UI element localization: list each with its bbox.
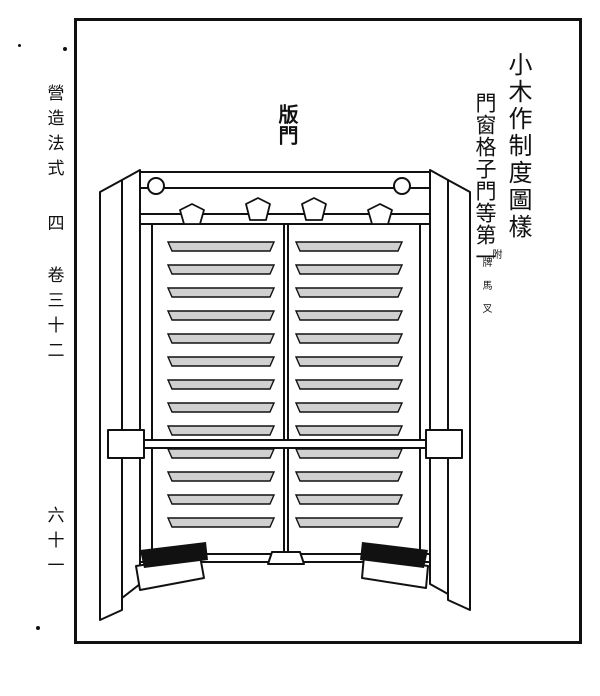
door-panel-drawing [96, 164, 476, 624]
right-outer-post [447, 179, 471, 611]
left-roundel [147, 177, 165, 195]
volume-number-char: 四 [47, 214, 65, 234]
right-plank [294, 241, 404, 252]
sub-note: 附 [490, 249, 501, 259]
center-stop-block [267, 551, 305, 565]
left-base-shadow [140, 542, 208, 568]
left-inner-post [121, 169, 141, 599]
left-plank [166, 448, 276, 459]
ink-speck [63, 47, 67, 51]
right-base-shadow [360, 542, 428, 568]
bolt-bar [117, 439, 455, 449]
right-plank [294, 264, 404, 275]
right-plank [294, 333, 404, 344]
figure-label: 版門 [275, 104, 299, 146]
door-stud [301, 197, 327, 221]
left-plank [166, 379, 276, 390]
right-plank [294, 425, 404, 436]
ink-speck [18, 44, 21, 47]
left-outer-post [99, 179, 123, 621]
left-plank [166, 264, 276, 275]
left-plank [166, 356, 276, 367]
right-bolt-bracket [425, 429, 463, 459]
lintel-top [139, 171, 431, 189]
book-title-char: 造 [47, 109, 65, 129]
chapter-number: 卷 三 十 二 [38, 264, 74, 364]
door-stud [179, 203, 205, 225]
page-frame [74, 18, 582, 644]
left-plank [166, 402, 276, 413]
ink-speck [36, 626, 40, 630]
book-title-char: 營 [47, 84, 65, 104]
right-plank [294, 494, 404, 505]
right-plank [294, 287, 404, 298]
chapter-char: 十 [47, 316, 65, 336]
door-stud [367, 203, 393, 225]
volume-number: 四 [38, 212, 74, 237]
right-plank [294, 310, 404, 321]
page-number-char: 一 [47, 556, 65, 576]
left-bolt-bracket [107, 429, 145, 459]
right-roundel [393, 177, 411, 195]
left-plank [166, 494, 276, 505]
plank-rows [166, 241, 404, 528]
right-plank [294, 356, 404, 367]
door-stud [245, 197, 271, 221]
sub-title: 門窗格子門等第一 [473, 92, 497, 268]
left-plank [166, 310, 276, 321]
right-inner-post [429, 169, 449, 595]
page-number: 六 十 一 [38, 504, 74, 579]
left-plank [166, 517, 276, 528]
right-plank [294, 471, 404, 482]
chapter-char: 二 [47, 341, 65, 361]
right-plank [294, 379, 404, 390]
chapter-char: 三 [47, 291, 65, 311]
book-title-char: 式 [47, 159, 65, 179]
sub-note-small: 牌 馬 叉 [480, 257, 491, 314]
right-plank [294, 402, 404, 413]
left-plank [166, 287, 276, 298]
left-plank [166, 425, 276, 436]
chapter-char: 卷 [47, 266, 65, 286]
book-title-char: 法 [47, 134, 65, 154]
page-number-char: 十 [47, 531, 65, 551]
page-number-char: 六 [47, 506, 65, 526]
left-plank [166, 333, 276, 344]
door-drawing-svg [99, 169, 471, 621]
left-plank [166, 241, 276, 252]
main-title: 小木作制度圖樣 [504, 52, 532, 241]
right-plank [294, 448, 404, 459]
book-title: 營 造 法 式 [38, 82, 74, 182]
right-plank [294, 517, 404, 528]
left-plank [166, 471, 276, 482]
